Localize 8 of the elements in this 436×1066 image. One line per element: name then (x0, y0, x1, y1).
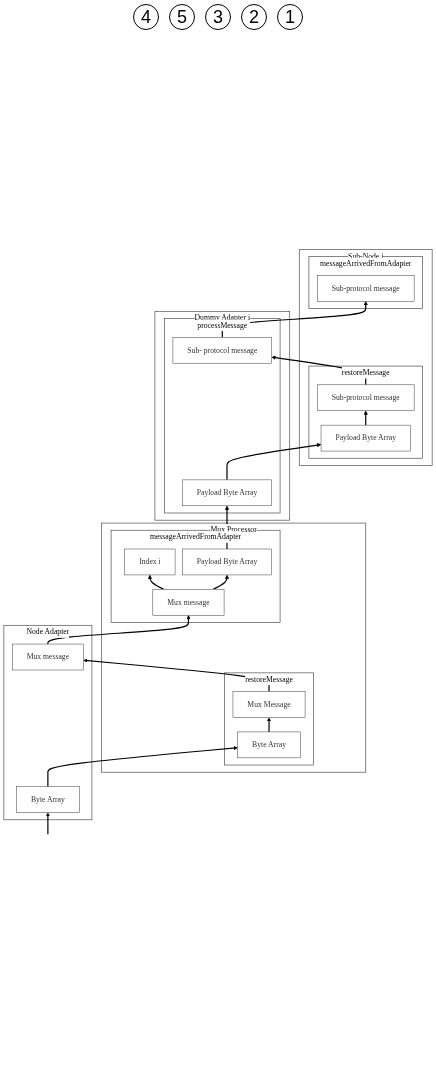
arrow (47, 615, 191, 645)
arrow (147, 574, 165, 590)
arrow (45, 812, 50, 835)
arrow (266, 717, 272, 733)
arrow (363, 410, 368, 426)
arrow (226, 443, 322, 481)
arrow (47, 746, 238, 788)
arrow (212, 574, 230, 590)
